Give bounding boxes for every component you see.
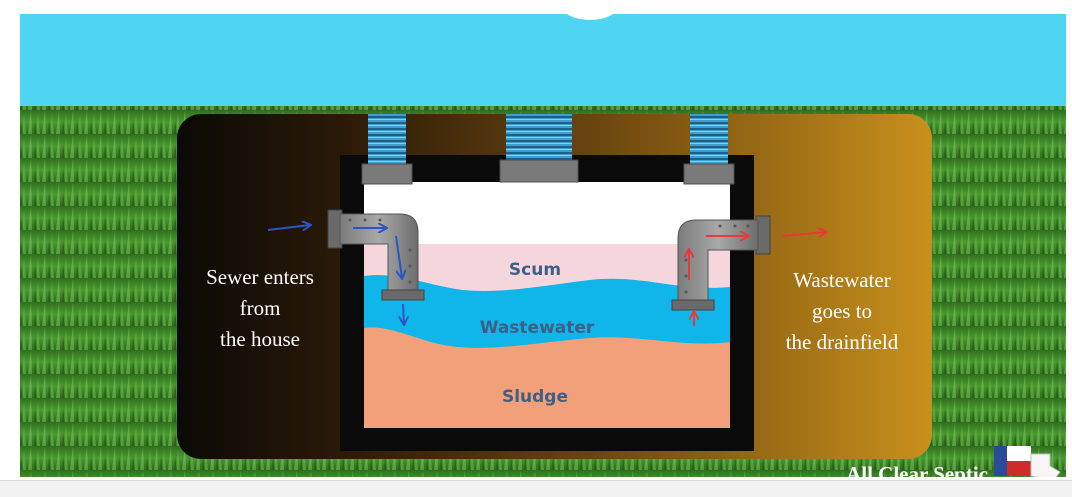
- inflow-arrow-1: [267, 225, 310, 231]
- wastewater-label: Wastewater: [480, 318, 595, 338]
- right-riser: [683, 114, 735, 185]
- outlet-caption-line-3: the drainfield: [786, 330, 899, 354]
- inlet-caption-line-2: from: [240, 296, 281, 320]
- inlet-caption: Sewer enters from the house: [206, 265, 314, 351]
- cloud: [567, 14, 613, 20]
- left-riser: [361, 114, 413, 185]
- wastewater-layer: [364, 275, 730, 350]
- texas-flag-icon: [994, 446, 1061, 477]
- outlet-caption-line-2: goes to: [812, 299, 872, 323]
- inlet-caption-line-1: Sewer enters: [206, 265, 314, 289]
- outlet-caption-line-1: Wastewater: [793, 268, 890, 292]
- septic-diagram-frame: Sewer enters from the house Wastewater g…: [20, 14, 1066, 477]
- center-riser: [499, 114, 579, 183]
- inflow-arrows: [267, 225, 404, 324]
- sludge-layer: [364, 327, 730, 428]
- outflow-arrows: [689, 232, 826, 326]
- sky-background: [20, 14, 1066, 106]
- inflow-arrow-4: [403, 303, 404, 324]
- outflow-arrow-4: [781, 232, 826, 236]
- scum-label: Scum: [509, 260, 561, 280]
- inflow-arrow-3: [395, 235, 402, 278]
- page-bottom-bar: [0, 480, 1072, 497]
- inlet-caption-line-3: the house: [220, 327, 300, 351]
- septic-tank-diagram: Sewer enters from the house Wastewater g…: [20, 14, 1066, 477]
- brand-name: All Clear Septic: [846, 462, 988, 477]
- outlet-caption: Wastewater goes to the drainfield: [786, 268, 899, 354]
- brand-logo: All Clear Septic: [846, 446, 1061, 477]
- sludge-label: Sludge: [502, 387, 568, 407]
